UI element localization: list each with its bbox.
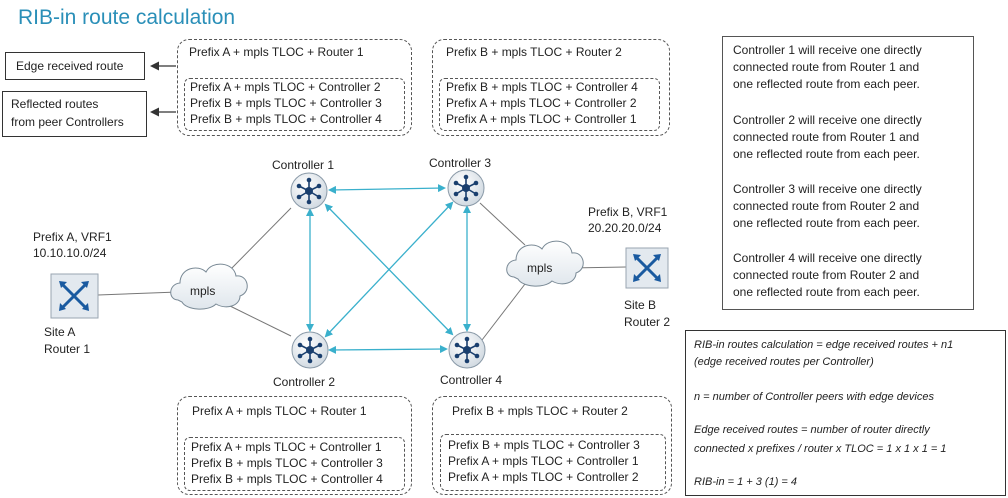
note-line: connected route from Router 2 and	[733, 268, 920, 282]
c4-reflected-route: Prefix A + mpls TLOC + Controller 1	[448, 454, 639, 468]
link-mpls-c1	[227, 207, 292, 273]
formula-line: (edge received routes per Controller)	[694, 356, 874, 368]
formula-line: Edge received routes = number of router …	[694, 424, 930, 436]
peer-c3-c2	[324, 201, 454, 338]
c2-reflected-route: Prefix B + mpls TLOC + Controller 3	[191, 456, 383, 470]
formula-line: connected x prefixes / router x TLOC = 1…	[694, 443, 947, 455]
site-a-subnet: 10.10.10.0/24	[33, 246, 107, 260]
note-line: one reflected route from each peer.	[733, 147, 920, 161]
controller-3-label: Controller 3	[429, 156, 492, 170]
controller-2-label: Controller 2	[273, 375, 336, 389]
controller-4-label: Controller 4	[440, 373, 503, 387]
reflected-route-label-1: Reflected routes	[11, 97, 99, 111]
site-b-subnet: 20.20.20.0/24	[588, 221, 662, 235]
c3-reflected-route: Prefix A + mpls TLOC + Controller 2	[446, 96, 637, 110]
link-c3-mpls	[479, 202, 526, 246]
c1-edge-route: Prefix A + mpls TLOC + Router 1	[189, 45, 364, 59]
c2-reflected-route: Prefix A + mpls TLOC + Controller 1	[191, 440, 382, 454]
formula-line: n = number of Controller peers with edge…	[694, 391, 934, 403]
cloud-icon	[506, 240, 584, 287]
c1-reflected-route: Prefix B + mpls TLOC + Controller 3	[190, 96, 382, 110]
router-b-icon	[625, 247, 669, 289]
router-a-icon	[50, 273, 99, 319]
c1-reflected-group	[184, 78, 405, 131]
cloud-icon	[170, 263, 248, 310]
link-c4-mpls	[481, 283, 526, 341]
peer-c2-c4	[328, 345, 448, 354]
c4-reflected-route: Prefix B + mpls TLOC + Controller 3	[448, 438, 640, 452]
c2-reflected-route: Prefix B + mpls TLOC + Controller 4	[191, 472, 383, 486]
formula-line: RIB-in = 1 + 3 (1) = 4	[694, 476, 798, 488]
edge-route-label: Edge received route	[16, 59, 124, 73]
c1-reflected-route: Prefix A + mpls TLOC + Controller 2	[190, 80, 381, 94]
controller-4-icon	[448, 331, 486, 369]
routes-controller-1	[177, 39, 412, 136]
note-line: connected route from Router 1 and	[733, 60, 920, 74]
link-mpls-c2	[227, 304, 292, 337]
note-line: connected route from Router 1 and	[733, 130, 920, 144]
site-a-router: Router 1	[44, 342, 91, 356]
peer-c1-c3	[328, 184, 446, 194]
controller-notes-box	[722, 36, 974, 310]
note-line: one reflected route from each peer.	[733, 77, 920, 91]
c4-reflected-route: Prefix A + mpls TLOC + Controller 2	[448, 470, 639, 484]
formula-line: RIB-in routes calculation = edge receive…	[694, 339, 954, 351]
note-line: connected route from Router 2 and	[733, 199, 920, 213]
site-b-router: Router 2	[624, 315, 671, 329]
note-line: Controller 3 will receive one directly	[733, 182, 922, 196]
site-a-prefix: Prefix A, VRF1	[33, 230, 112, 244]
routes-controller-4	[432, 396, 672, 495]
reflected-route-label-2: from peer Controllers	[11, 115, 124, 129]
routes-controller-3	[432, 39, 670, 136]
c4-reflected-group	[440, 434, 666, 491]
note-line: Controller 1 will receive one directly	[733, 43, 922, 57]
note-line: one reflected route from each peer.	[733, 216, 920, 230]
site-b-prefix: Prefix B, VRF1	[588, 205, 668, 219]
c3-reflected-group	[439, 78, 660, 131]
mpls-left-label: mpls	[190, 284, 216, 298]
controller-3-icon	[447, 169, 485, 207]
c4-edge-route: Prefix B + mpls TLOC + Router 2	[452, 404, 628, 418]
link-routerA-mpls	[97, 291, 179, 296]
controller-1-icon	[290, 172, 328, 210]
note-line: one reflected route from each peer.	[733, 285, 920, 299]
c3-reflected-route: Prefix B + mpls TLOC + Controller 4	[446, 80, 638, 94]
site-b-name: Site B	[624, 298, 657, 312]
page-title: RIB-in route calculation	[18, 6, 236, 29]
routes-controller-2	[177, 396, 412, 495]
reflected-route-legend: Reflected routes from peer Controllers	[2, 91, 147, 137]
site-a-name: Site A	[44, 325, 76, 339]
c2-reflected-group	[184, 437, 405, 491]
controller-2-icon	[291, 331, 329, 369]
controller-1-label: Controller 1	[272, 158, 335, 172]
edge-route-legend: Edge received route	[5, 52, 145, 80]
c3-edge-route: Prefix B + mpls TLOC + Router 2	[446, 45, 622, 59]
c1-reflected-route: Prefix B + mpls TLOC + Controller 4	[190, 112, 382, 126]
c2-edge-route: Prefix A + mpls TLOC + Router 1	[192, 404, 367, 418]
note-line: Controller 2 will receive one directly	[733, 113, 922, 127]
formula-box	[685, 330, 1006, 496]
c3-reflected-route: Prefix A + mpls TLOC + Controller 1	[446, 112, 637, 126]
mpls-right-label: mpls	[527, 261, 553, 275]
note-line: Controller 4 will receive one directly	[733, 251, 922, 265]
